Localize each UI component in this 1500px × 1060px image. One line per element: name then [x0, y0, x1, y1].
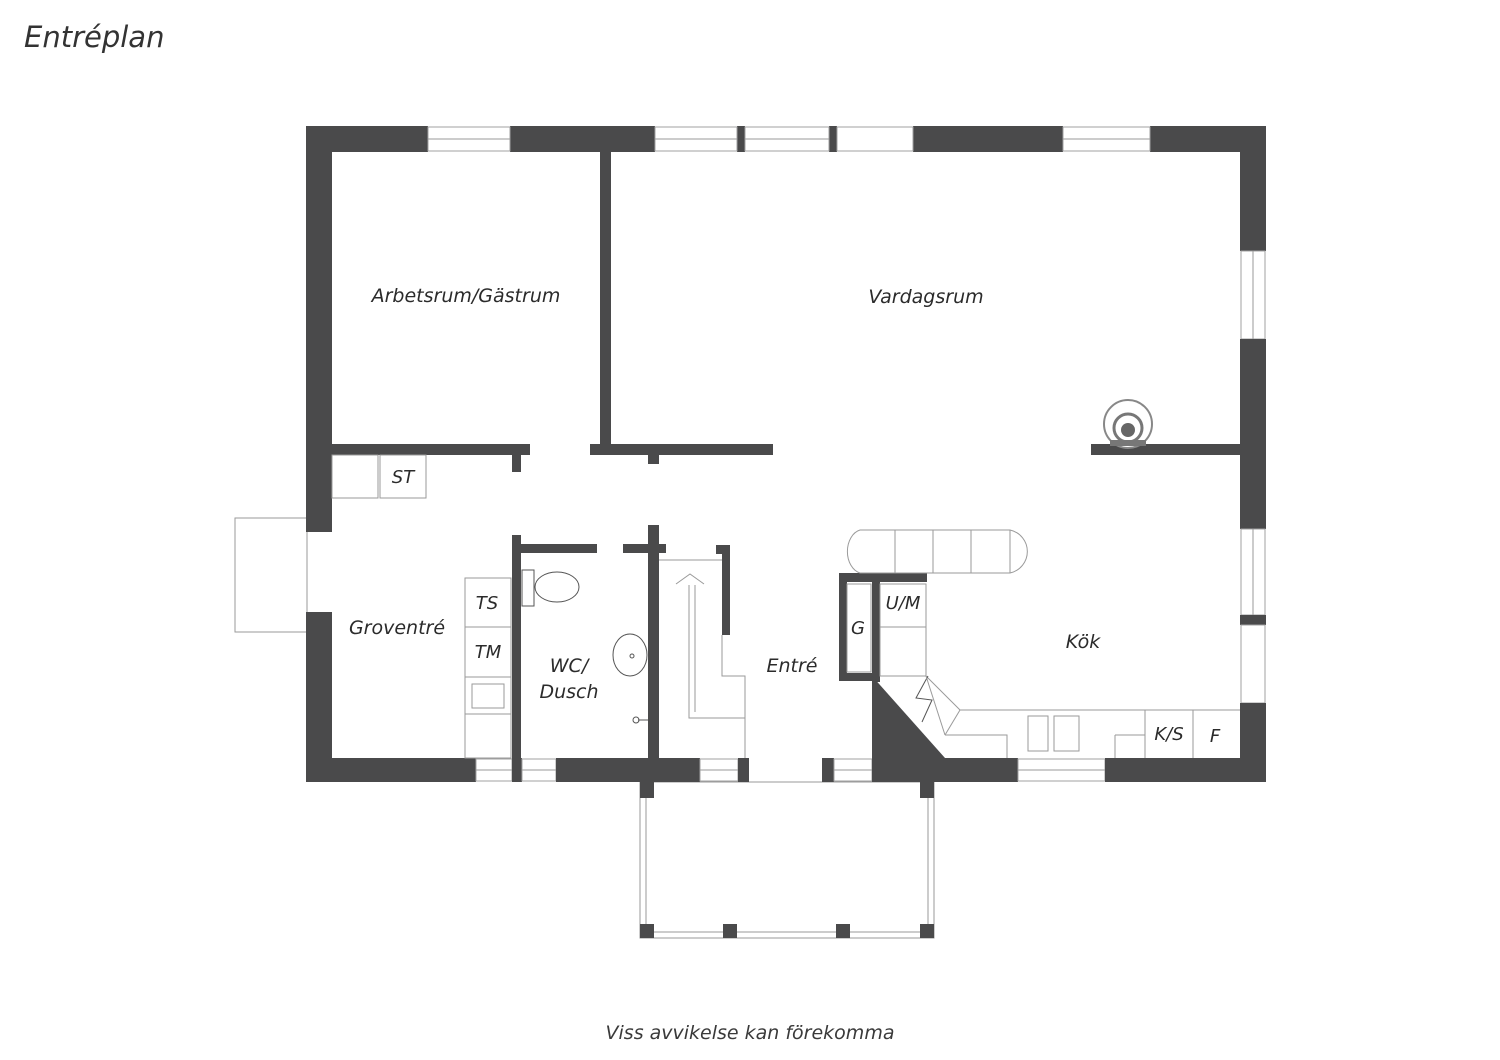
room-label-kok: Kök	[1066, 631, 1101, 653]
fixture-label-tm: TM	[475, 642, 502, 663]
fixture-label-um: U/M	[886, 593, 921, 614]
fixture-label-ks: K/S	[1154, 724, 1183, 745]
interior-walls	[332, 152, 1240, 758]
page-title: Entréplan	[24, 20, 165, 54]
room-label-entre: Entré	[767, 655, 818, 677]
entrance-porch	[639, 781, 935, 939]
fixture-label-g: G	[851, 618, 865, 639]
disclaimer: Viss avvikelse kan förekomma	[605, 1022, 895, 1044]
fixture-label-f: F	[1210, 726, 1221, 747]
fixture-label-st: ST	[392, 467, 416, 488]
room-label-groventre: Groventré	[349, 617, 445, 639]
fixture-label-ts: TS	[476, 593, 498, 614]
room-label-arbetsrum: Arbetsrum/Gästrum	[370, 285, 561, 307]
room-label-wc-line1: WC/	[550, 655, 591, 677]
side-step	[234, 517, 308, 633]
stove-icon	[1103, 399, 1153, 449]
room-label-wc-line2: Dusch	[539, 681, 598, 703]
room-label-vardagsrum: Vardagsrum	[868, 286, 983, 308]
fixture-lines	[331, 454, 1240, 759]
outer-walls	[306, 126, 1266, 782]
